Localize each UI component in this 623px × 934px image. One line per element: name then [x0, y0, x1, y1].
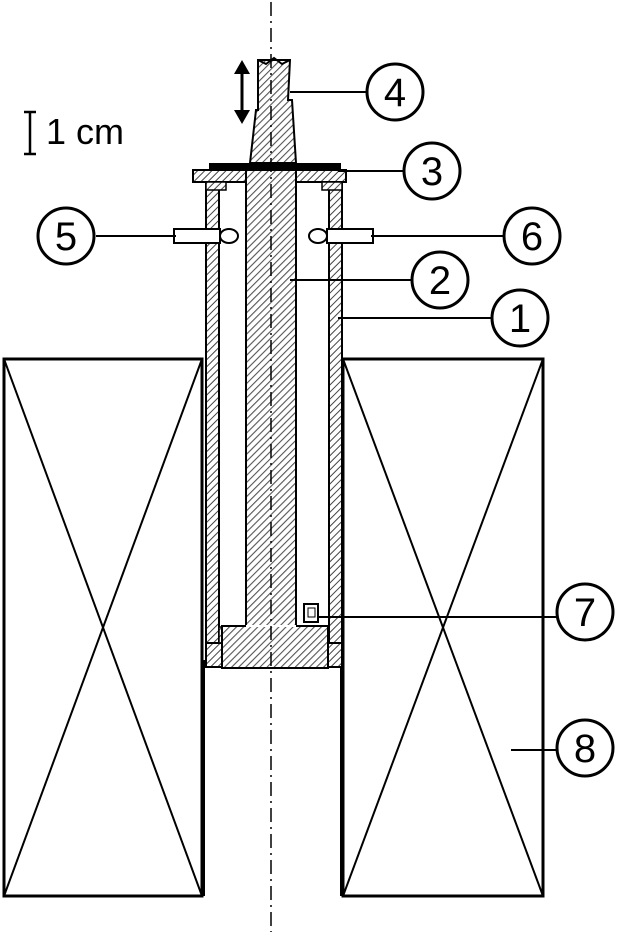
callout-6-number: 6: [521, 215, 543, 259]
magnet-coil-right: [341, 357, 545, 898]
callout-8-number: 8: [574, 727, 596, 771]
callout-4: 4: [365, 62, 425, 122]
leader-lines: [96, 91, 557, 751]
sensor-element: [303, 603, 319, 623]
callout-3: 3: [402, 141, 462, 201]
callout-5: 5: [36, 206, 96, 266]
probe-right: [308, 228, 374, 244]
callout-3-number: 3: [421, 150, 443, 194]
callout-1: 1: [490, 288, 550, 348]
drive-shaft: [248, 56, 298, 164]
scale-bar-label: 1 cm: [46, 111, 124, 152]
callout-1-number: 1: [509, 297, 531, 341]
probe-left: [173, 228, 239, 244]
callout-2: 2: [410, 250, 470, 310]
callout-8: 8: [555, 718, 615, 778]
lid-plate: [209, 163, 341, 170]
callout-5-number: 5: [55, 215, 77, 259]
callout-4-number: 4: [384, 71, 406, 115]
callout-7: 7: [555, 582, 615, 642]
callout-2-number: 2: [429, 259, 451, 303]
scale-bar: 1 cm: [24, 110, 124, 156]
magnet-coil-left: [2, 357, 204, 898]
double-arrow-icon: [234, 60, 250, 124]
callout-7-number: 7: [574, 591, 596, 635]
sample-rod: [221, 169, 329, 669]
callout-6: 6: [502, 206, 562, 266]
